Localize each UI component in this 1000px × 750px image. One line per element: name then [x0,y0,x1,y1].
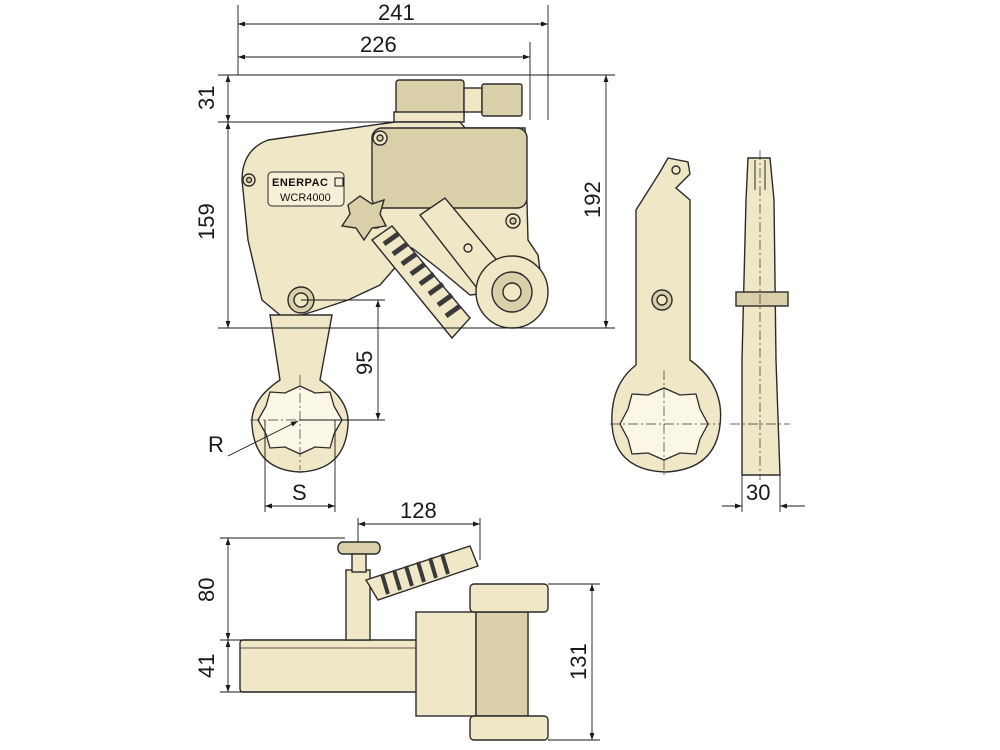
dim-95: 95 [352,351,377,375]
edge-view: 30 [722,150,805,512]
front-dimensions: 241 226 31 159 192 95 R S [194,0,615,512]
side-arm-view [610,157,722,475]
dim-s: S [292,480,307,505]
front-view: ENERPAC WCR4000 [241,79,549,473]
reaction-handle [370,225,471,340]
dim-80: 80 [194,578,219,602]
dim-192: 192 [580,181,605,218]
dim-159: 159 [194,203,219,240]
dim-30: 30 [746,480,770,505]
dim-226: 226 [360,32,397,57]
dim-128: 128 [400,498,437,523]
plan-dimensions: 128 80 41 131 [194,498,600,741]
dim-31: 31 [194,86,219,110]
swivel-connector [393,79,523,123]
dim-241: 241 [378,0,415,25]
brand-label: ENERPAC [272,177,328,189]
model-label: WCR4000 [280,192,331,204]
cylinder-block [371,127,528,209]
dim-r: R [208,432,224,457]
label-plate [267,171,345,207]
dim-131: 131 [566,643,591,680]
star-knob [340,195,388,242]
dim-41: 41 [194,654,219,678]
plan-view [239,541,549,741]
